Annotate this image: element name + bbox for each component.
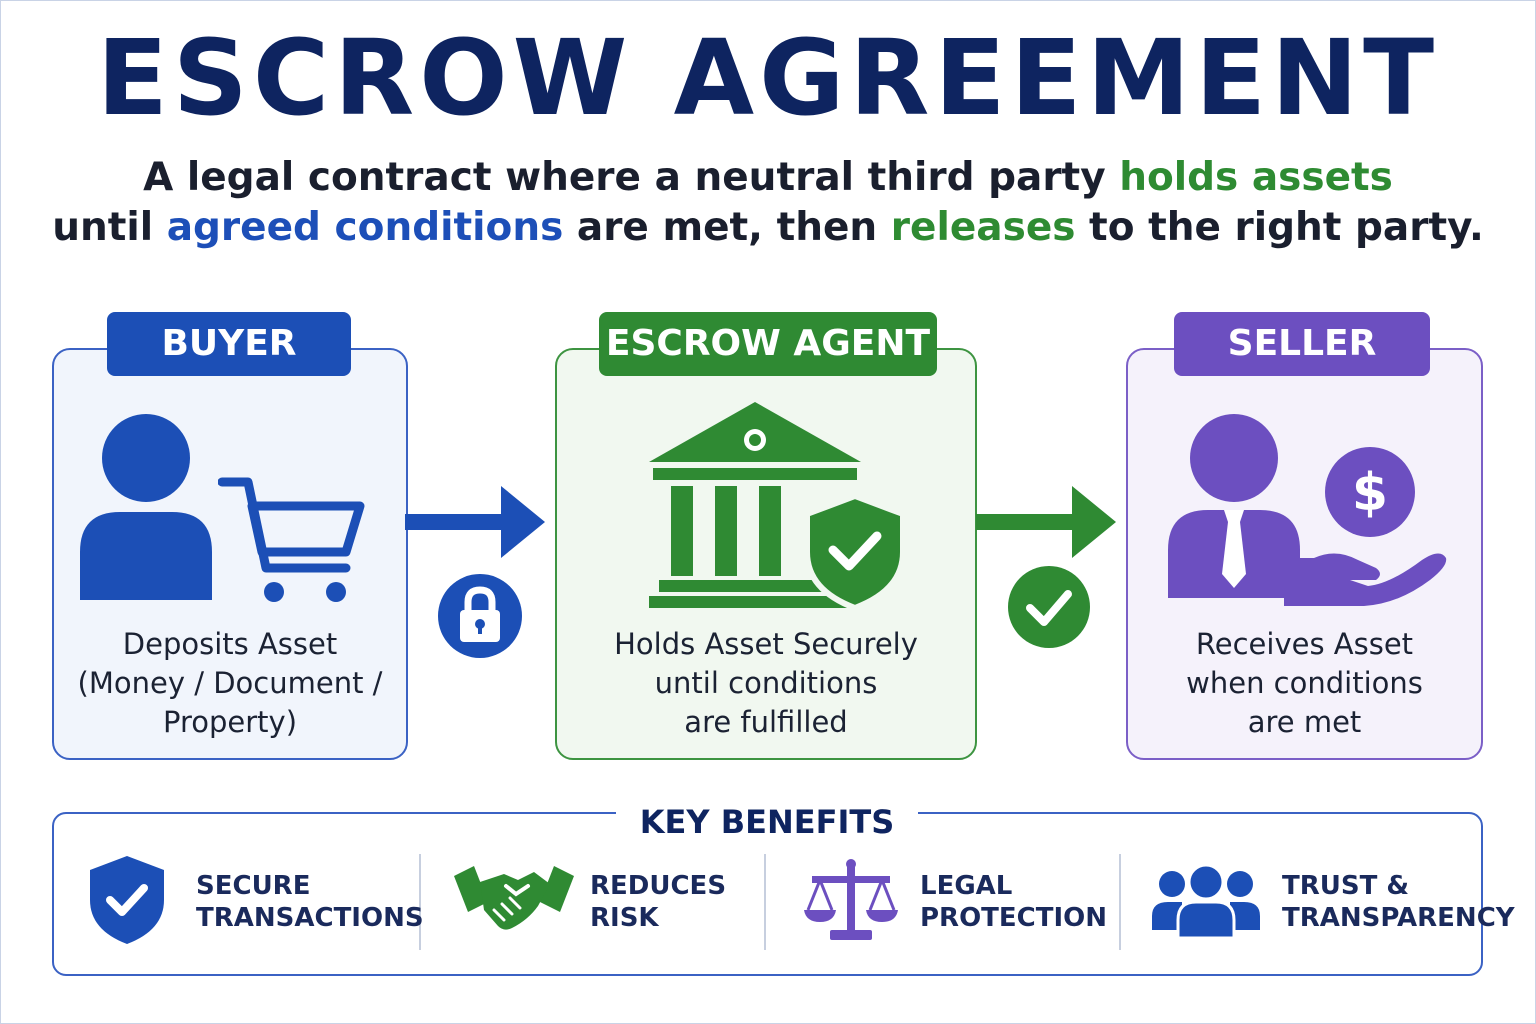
benefit-line: PROTECTION — [920, 903, 1108, 933]
page-title: ESCROW AGREEMENT — [96, 17, 1440, 139]
subtitle-line-1: A legal contract where a neutral third p… — [0, 154, 1536, 202]
description-line: Property) — [162, 705, 298, 739]
subtitle-text: are met, then — [563, 205, 891, 250]
seller-label: SELLER — [1174, 312, 1430, 376]
seller-description: Receives Asset when conditions are met — [1126, 625, 1483, 742]
group-icon — [1152, 864, 1260, 938]
benefit-line: TRANSACTIONS — [196, 903, 424, 933]
seller-card — [1126, 348, 1483, 760]
description-line: until conditions — [654, 666, 878, 700]
subtitle-text: A legal contract where a neutral third p… — [143, 155, 1120, 200]
benefit-line: LEGAL — [920, 871, 1013, 901]
escrow-agent-label: ESCROW AGENT — [599, 312, 937, 376]
subtitle-line-2: until agreed conditions are met, then re… — [0, 204, 1536, 252]
scales-icon — [804, 859, 898, 940]
seller-person-icon — [1168, 414, 1300, 598]
description-line: are fulfilled — [684, 705, 848, 739]
benefit-divider — [419, 854, 421, 950]
arrow-right-icon — [976, 486, 1116, 558]
benefit-trust-transparency: TRUST & TRANSPARENCY — [1282, 870, 1515, 934]
subtitle-text: until — [52, 205, 167, 250]
benefit-line: TRUST & — [1282, 871, 1410, 901]
description-line: Receives Asset — [1195, 627, 1414, 661]
benefit-line: TRANSPARENCY — [1282, 903, 1515, 933]
arrow-right-icon — [405, 486, 545, 558]
dollar-coin-icon: $ — [1325, 447, 1415, 537]
shield-check-icon — [90, 856, 164, 944]
subtitle-text: to the right party. — [1075, 205, 1484, 250]
lock-icon — [438, 574, 522, 658]
benefit-legal-protection: LEGAL PROTECTION — [920, 870, 1107, 934]
description-line: (Money / Document / — [77, 666, 383, 700]
svg-text:$: $ — [1352, 463, 1388, 523]
benefit-secure-transactions: SECURE TRANSACTIONS — [196, 870, 424, 934]
description-line: are met — [1247, 705, 1362, 739]
shopping-cart-icon — [218, 477, 365, 602]
key-benefits-title: KEY BENEFITS — [616, 798, 918, 846]
subtitle-highlight-holds-assets: holds assets — [1119, 155, 1393, 200]
description-line: Holds Asset Securely — [614, 627, 918, 661]
benefit-line: SECURE — [196, 871, 311, 901]
handshake-icon — [454, 866, 574, 930]
check-circle-icon — [1008, 566, 1090, 648]
buyer-label: BUYER — [107, 312, 351, 376]
benefit-reduces-risk: REDUCES RISK — [590, 870, 726, 934]
receiving-hand-icon — [1284, 553, 1447, 606]
bank-building-icon — [649, 402, 906, 612]
benefit-line: REDUCES — [590, 871, 727, 901]
subtitle-highlight-agreed-conditions: agreed conditions — [166, 205, 564, 250]
benefit-divider — [1119, 854, 1121, 950]
buyer-description: Deposits Asset (Money / Document / Prope… — [52, 625, 408, 742]
benefit-divider — [764, 854, 766, 950]
buyer-person-icon — [80, 414, 212, 600]
subtitle-highlight-releases: releases — [890, 205, 1076, 250]
escrow-agent-description: Holds Asset Securely until conditions ar… — [555, 625, 977, 742]
description-line: Deposits Asset — [122, 627, 338, 661]
description-line: when conditions — [1186, 666, 1423, 700]
benefit-line: RISK — [590, 903, 659, 933]
